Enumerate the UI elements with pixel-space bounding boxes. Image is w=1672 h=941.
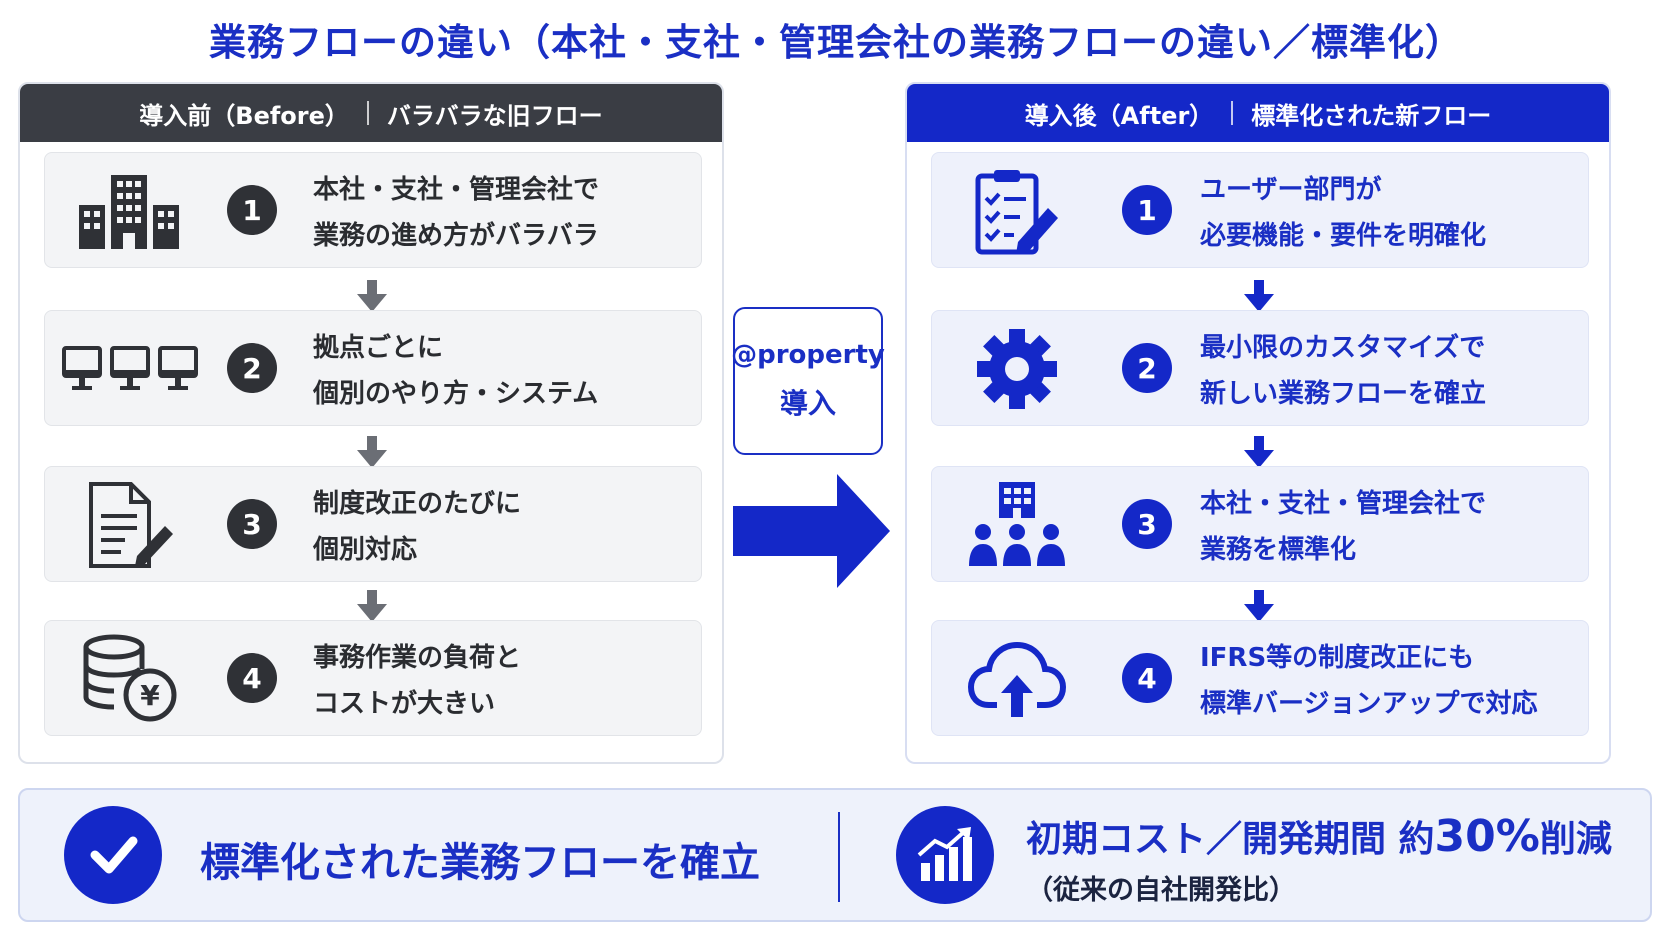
before-header: 導入前（Before） バラバラな旧フロー xyxy=(20,84,722,142)
header-separator xyxy=(1231,101,1234,125)
right-arrow-icon xyxy=(733,474,890,588)
step-text-line2: コストが大きい xyxy=(313,689,496,719)
step-number: 3 xyxy=(227,499,277,549)
cost-reduction-value: 30% xyxy=(1434,811,1540,862)
after-panel: 導入後（After） 標準化された新フロー 1 ユーザー部門が 必要機能・要件を… xyxy=(905,82,1611,764)
down-arrow-icon xyxy=(357,590,387,622)
monitors-icon xyxy=(55,319,205,419)
cloud-upload-icon xyxy=(942,629,1092,729)
step-text: 制度改正のたびに 個別対応 xyxy=(313,481,521,573)
header-separator xyxy=(366,101,369,125)
before-header-subtitle: バラバラな旧フロー xyxy=(386,101,603,130)
down-arrow-icon xyxy=(1244,280,1274,312)
step-text: 拠点ごとに 個別のやり方・システム xyxy=(313,325,598,417)
coins-yen-icon: ¥ xyxy=(55,629,205,729)
after-header-label: 導入後（After） xyxy=(1024,101,1214,130)
gear-icon xyxy=(942,319,1092,419)
checkmark-icon xyxy=(64,806,162,904)
step-text-line1: 本社・支社・管理会社で xyxy=(313,175,600,205)
down-arrow-icon xyxy=(1244,590,1274,622)
product-name: @property xyxy=(731,340,885,370)
intro-label: 導入 xyxy=(779,387,836,420)
step-text-line2: 業務を標準化 xyxy=(1200,535,1357,565)
before-header-label: 導入前（Before） xyxy=(139,101,349,130)
banner-divider xyxy=(838,812,840,902)
after-step-2: 2 最小限のカスタマイズで 新しい業務フローを確立 xyxy=(931,310,1589,426)
step-text: 本社・支社・管理会社で 業務の進め方がバラバラ xyxy=(313,167,599,259)
step-text: IFRS等の制度改正にも 標準バージョンアップで対応 xyxy=(1200,635,1537,727)
step-text: 最小限のカスタマイズで 新しい業務フローを確立 xyxy=(1200,325,1486,417)
step-text-line2: 必要機能・要件を明確化 xyxy=(1200,221,1487,251)
cost-reduction-suffix: 削減 xyxy=(1539,819,1612,860)
step-number: 4 xyxy=(1122,653,1172,703)
step-number: 1 xyxy=(227,185,277,235)
down-arrow-icon xyxy=(1244,436,1274,468)
step-text: 事務作業の負荷と コストが大きい xyxy=(313,635,521,727)
document-edit-icon xyxy=(55,475,205,575)
step-text-line1: 最小限のカスタマイズで xyxy=(1200,333,1486,363)
step-text-line2: 業務の進め方がバラバラ xyxy=(313,221,599,251)
clipboard-checklist-icon xyxy=(942,161,1092,261)
cost-reduction-note: （従来の自社開発比） xyxy=(1026,875,1296,906)
after-header-subtitle: 標準化された新フロー xyxy=(1251,101,1492,130)
step-text-line1: ユーザー部門が xyxy=(1200,175,1382,205)
before-step-1: 1 本社・支社・管理会社で 業務の進め方がバラバラ xyxy=(44,152,702,268)
office-buildings-icon xyxy=(55,161,205,261)
step-text-line1: 事務作業の負荷と xyxy=(313,643,522,673)
step-text-line1: IFRS等の制度改正にも xyxy=(1200,643,1475,673)
step-text-line1: 制度改正のたびに xyxy=(313,489,522,519)
step-number: 2 xyxy=(1122,343,1172,393)
down-arrow-icon xyxy=(357,436,387,468)
step-number: 3 xyxy=(1122,499,1172,549)
result-standardized: 標準化された業務フローを確立 xyxy=(200,840,760,886)
step-text-line1: 拠点ごとに xyxy=(313,333,444,363)
step-number: 4 xyxy=(227,653,277,703)
down-arrow-icon xyxy=(357,280,387,312)
page-title: 業務フローの違い（本社・支社・管理会社の業務フローの違い／標準化） xyxy=(209,21,1463,64)
result-banner: 標準化された業務フローを確立 初期コスト／開発期間 約30%削減 （従来の自社開… xyxy=(18,788,1652,922)
step-text: ユーザー部門が 必要機能・要件を明確化 xyxy=(1200,167,1486,259)
after-step-3: 3 本社・支社・管理会社で 業務を標準化 xyxy=(931,466,1589,582)
svg-text:¥: ¥ xyxy=(140,679,160,712)
before-step-2: 2 拠点ごとに 個別のやり方・システム xyxy=(44,310,702,426)
step-text-line2: 新しい業務フローを確立 xyxy=(1200,379,1487,409)
step-text-line2: 標準バージョンアップで対応 xyxy=(1200,689,1538,719)
step-text-line2: 個別対応 xyxy=(313,535,418,565)
after-step-4: 4 IFRS等の制度改正にも 標準バージョンアップで対応 xyxy=(931,620,1589,736)
step-text: 本社・支社・管理会社で 業務を標準化 xyxy=(1200,481,1486,573)
before-step-4: ¥ 4 事務作業の負荷と コストが大きい xyxy=(44,620,702,736)
step-text-line2: 個別のやり方・システム xyxy=(313,379,599,409)
step-text-line1: 本社・支社・管理会社で xyxy=(1200,489,1487,519)
product-intro-box: @property 導入 xyxy=(731,307,885,455)
step-number: 2 xyxy=(227,343,277,393)
growth-chart-icon xyxy=(896,806,994,904)
cost-reduction-label: 初期コスト／開発期間 約 xyxy=(1026,819,1435,860)
before-step-3: 3 制度改正のたびに 個別対応 xyxy=(44,466,702,582)
step-number: 1 xyxy=(1122,185,1172,235)
after-header: 導入後（After） 標準化された新フロー xyxy=(907,84,1609,142)
organization-icon xyxy=(942,475,1092,575)
after-step-1: 1 ユーザー部門が 必要機能・要件を明確化 xyxy=(931,152,1589,268)
result-cost-reduction: 初期コスト／開発期間 約30%削減 （従来の自社開発比） xyxy=(1026,810,1612,907)
before-panel: 導入前（Before） バラバラな旧フロー xyxy=(18,82,724,764)
